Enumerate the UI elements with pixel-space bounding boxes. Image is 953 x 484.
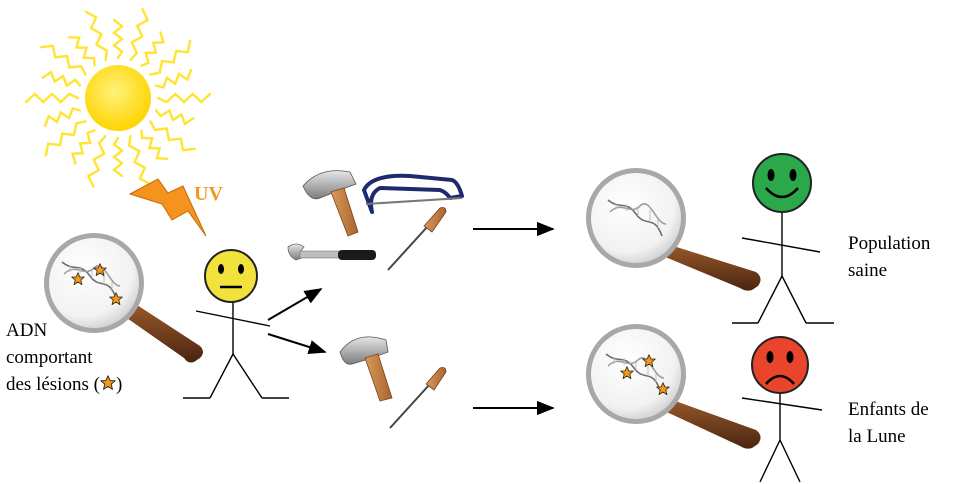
sun-ray [69, 37, 95, 65]
sun-ray [158, 94, 210, 102]
healthy-population-line1: Population [848, 230, 930, 257]
sun-ray [156, 110, 193, 124]
magnifier-icon [586, 324, 761, 449]
sun-ray [156, 70, 191, 87]
sun-ray [45, 109, 80, 126]
sun-ray [43, 72, 80, 86]
sun-ray [150, 41, 190, 75]
happy-face-icon [753, 154, 811, 212]
sun-ray [86, 12, 107, 60]
dna-lesions-line3-prefix: des lésions ( [6, 374, 100, 395]
wrench-icon [288, 244, 376, 260]
sun-ray [142, 33, 164, 66]
dna-lesions-line3-suffix: ) [116, 374, 122, 395]
sun-icon [26, 9, 210, 186]
sun-ray [26, 94, 78, 102]
screwdriver-icon [390, 368, 446, 429]
dna-lesions-line3: des lésions () [6, 371, 122, 398]
sad-face-icon [752, 337, 808, 393]
arrow-icon [268, 289, 321, 320]
healthy-population-label: Population saine [848, 230, 930, 284]
saw-icon [364, 176, 462, 212]
moon-children-line1: Enfants de [848, 396, 929, 423]
hammer-icon [303, 171, 358, 236]
stick-figure-happy [732, 212, 834, 323]
hammer-icon [340, 337, 392, 401]
uv-label: UV [194, 183, 223, 206]
dna-lesions-label: ADN comportant des lésions () [6, 317, 122, 398]
dna-lesions-line1: ADN [6, 317, 122, 344]
neutral-face-icon [205, 250, 257, 302]
sun-ray [150, 122, 194, 151]
screwdriver-icon [388, 208, 446, 271]
healthy-population-line2: saine [848, 257, 930, 284]
sun-ray [142, 130, 168, 158]
arrow-icon [268, 334, 325, 352]
moon-children-line2: la Lune [848, 423, 929, 450]
magnifier-icon [586, 168, 761, 291]
moon-children-label: Enfants de la Lune [848, 396, 929, 450]
sun-ray [114, 138, 122, 176]
sun-ray [114, 20, 122, 58]
sun-ray [73, 130, 95, 163]
lesion-star-icon [100, 374, 116, 392]
sun-ray [129, 136, 150, 184]
dna-lesions-line2: comportant [6, 344, 122, 371]
sun-ray [46, 122, 86, 156]
sun-ray [41, 46, 85, 75]
